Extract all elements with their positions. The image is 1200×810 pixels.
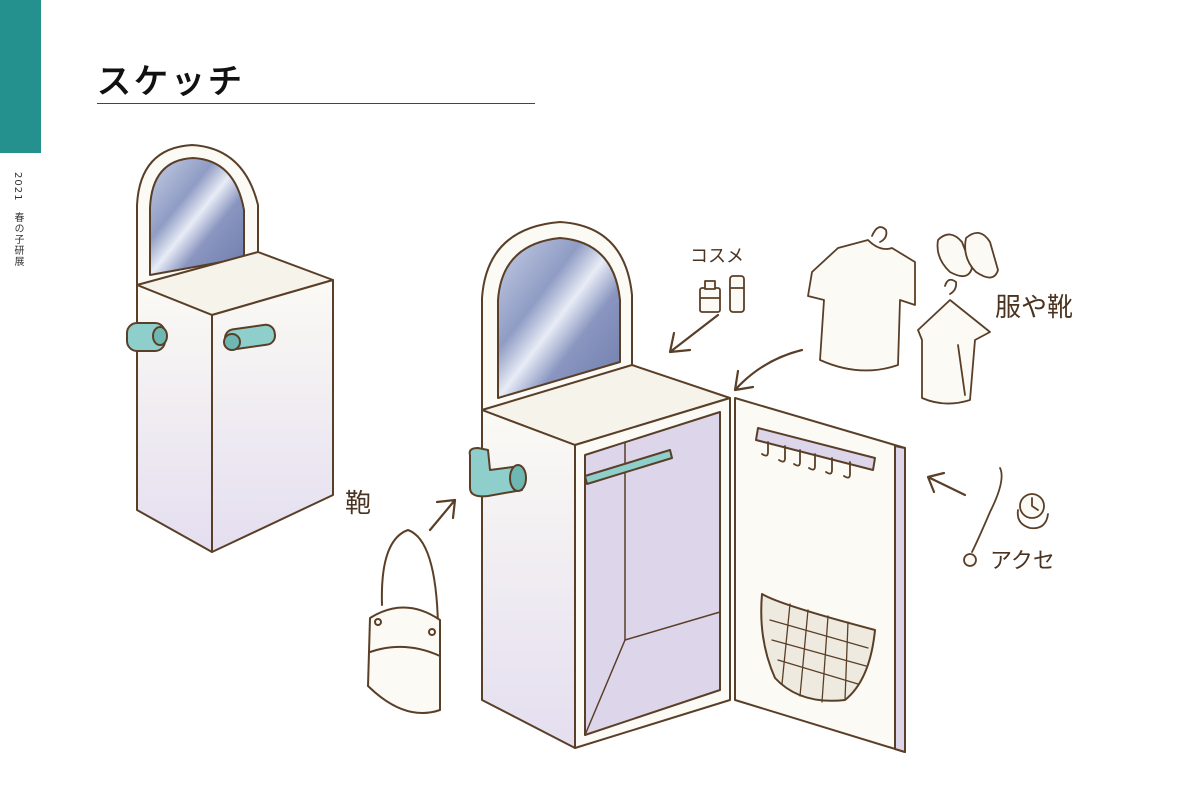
watch-band — [1016, 509, 1049, 530]
arrow-cosmetics — [668, 313, 720, 354]
closed-cabinet-front-face — [211, 279, 334, 553]
door-hook-rail — [755, 427, 876, 471]
page-title: スケッチ — [97, 62, 245, 102]
arrow-accessories — [926, 471, 967, 497]
accessories-sketch — [963, 467, 1049, 567]
bag-sketch — [367, 529, 441, 714]
bag-strap — [380, 529, 439, 626]
necklace-pendant — [963, 553, 977, 567]
label-clothes-shoes: 服や靴 — [995, 293, 1073, 323]
tshirt — [807, 239, 916, 372]
necklace — [971, 467, 1003, 553]
bag-body — [367, 606, 441, 714]
shoe-left — [936, 233, 973, 278]
closed-cabinet-sketch — [126, 144, 334, 553]
cosmetic-jar — [699, 287, 721, 313]
cosmetics-sketch — [699, 275, 745, 313]
open-hanging-rod — [584, 449, 673, 485]
label-accessories: アクセ — [990, 549, 1055, 574]
hanger-jacket-hook — [944, 278, 958, 295]
label-cosmetics: コスメ — [690, 246, 744, 267]
arrow-clothes — [733, 348, 804, 392]
arrow-bag — [428, 498, 457, 532]
clothes-shoes-sketch — [807, 226, 999, 405]
annotation-arrows — [428, 313, 967, 532]
closed-mirror-glass — [149, 157, 245, 276]
shoe-right — [964, 232, 999, 279]
open-cabinet-left-face — [481, 409, 576, 749]
cosmetic-bottle — [729, 275, 745, 313]
mesh-net-lines — [769, 603, 869, 703]
side-caption: 2021 春の子研展 — [12, 172, 23, 268]
jacket — [917, 299, 991, 405]
label-bag: 鞄 — [345, 489, 371, 519]
open-cabinet-sketch — [468, 221, 906, 753]
title-divider — [97, 103, 535, 104]
hanger-hook — [871, 226, 888, 243]
side-accent-tab — [0, 0, 41, 153]
door-hooks — [761, 441, 851, 479]
open-mirror-glass — [497, 237, 621, 399]
